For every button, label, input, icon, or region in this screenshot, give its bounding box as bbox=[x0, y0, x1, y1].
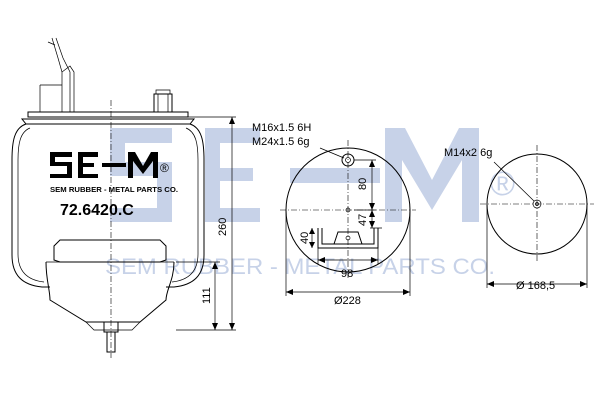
bracket-height-label: 40 bbox=[299, 232, 311, 244]
bottom-thread-label: M14x2 6g bbox=[444, 147, 492, 159]
spacing-upper-label: 80 bbox=[357, 178, 369, 190]
height-dimensions bbox=[176, 116, 236, 331]
watermark-registered: ® bbox=[490, 165, 515, 203]
top-diameter-label: Ø228 bbox=[334, 295, 361, 307]
watermark-logo bbox=[110, 128, 479, 222]
watermark: ® SEM RUBBER - METAL PARTS CO. bbox=[105, 128, 515, 279]
bottom-view bbox=[480, 145, 594, 288]
product-logo: ® bbox=[50, 152, 169, 178]
air-spring-side-view bbox=[11, 37, 205, 358]
watermark-company: SEM RUBBER - METAL PARTS CO. bbox=[105, 254, 495, 279]
part-number: 72.6420.C bbox=[60, 202, 134, 219]
piston-height-label: 111 bbox=[201, 287, 213, 304]
bottom-diameter-label: Ø 168,5 bbox=[516, 280, 555, 292]
top-view bbox=[280, 140, 416, 296]
spacing-lower-label: 47 bbox=[357, 214, 369, 226]
top-thread-1-label: M16x1.5 6H bbox=[252, 122, 311, 134]
bracket-width-label: 98 bbox=[341, 268, 353, 280]
product-logo-registered: ® bbox=[160, 161, 169, 175]
product-company: SEM RUBBER - METAL PARTS CO. bbox=[50, 187, 178, 194]
top-thread-2-label: M24x1.5 6g bbox=[252, 136, 309, 148]
total-height-label: 260 bbox=[217, 218, 229, 236]
